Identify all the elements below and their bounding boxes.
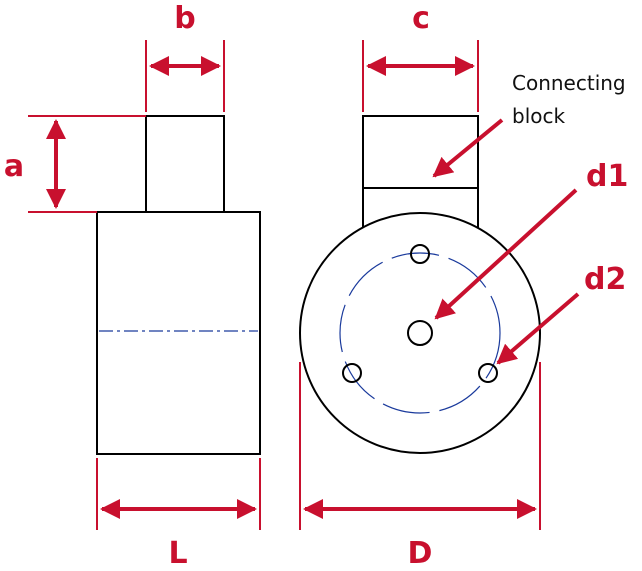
dimension-c-label: c	[412, 1, 430, 36]
callout-d2-label: d2	[584, 262, 626, 297]
callout-connecting-block-line2: block	[512, 104, 565, 128]
callout-connecting-block-line1: Connecting	[512, 71, 626, 95]
side-view-connecting-block	[145, 115, 225, 213]
front-view	[299, 115, 541, 454]
dimension-a: a	[4, 115, 146, 213]
dimension-D: D	[299, 362, 541, 571]
dimension-b-label: b	[174, 1, 195, 36]
center-bore-d1	[407, 320, 433, 346]
bolt-hole-right-d2	[478, 363, 498, 383]
callout-d2: d2	[496, 262, 626, 365]
dimension-L-label: L	[168, 536, 187, 571]
dimension-L: L	[96, 458, 261, 571]
bolt-hole-top	[410, 244, 430, 264]
dimension-c: c	[362, 1, 479, 112]
callout-connecting-block: Connecting block	[432, 71, 626, 178]
dimension-a-label: a	[4, 149, 24, 184]
callout-d1-label: d1	[586, 159, 628, 194]
side-view	[96, 115, 261, 455]
bolt-circle-centerline	[339, 252, 501, 414]
bolt-hole-left	[342, 363, 362, 383]
side-view-body	[96, 211, 261, 455]
dimension-b: b	[145, 1, 225, 112]
front-view-flange-circle	[299, 212, 541, 454]
callout-d1: d1	[434, 159, 628, 320]
dimension-D-label: D	[408, 536, 433, 571]
